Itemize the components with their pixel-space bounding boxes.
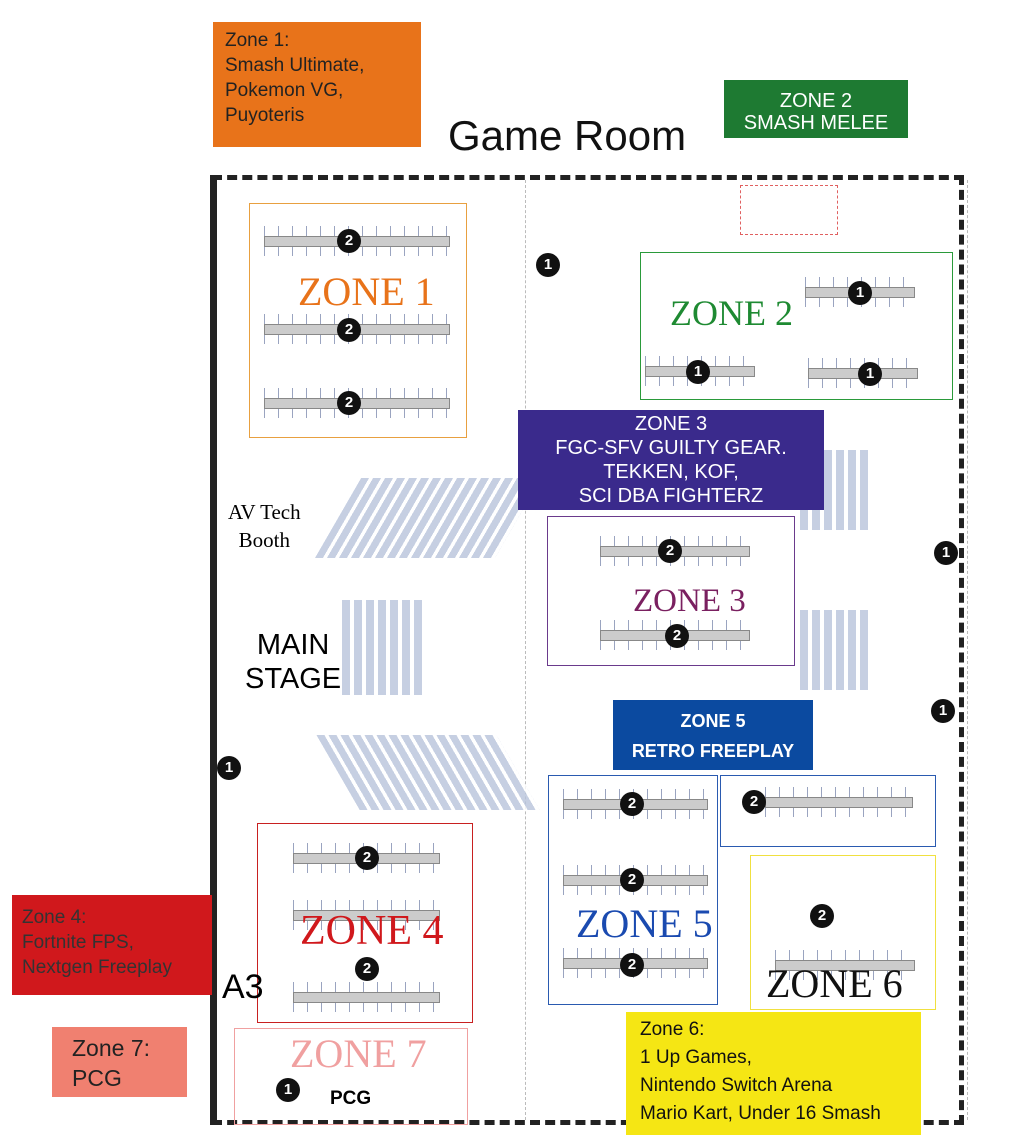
label-line: ZONE 5 (680, 711, 746, 731)
zone-6-area (750, 855, 936, 1010)
zone-2-area (640, 252, 953, 400)
zone-3-title: ZONE 3 (633, 583, 746, 619)
station-marker: 2 (742, 790, 766, 814)
floor-gridline (967, 180, 968, 1120)
station-marker: 2 (355, 846, 379, 870)
label-line: ZONE 3 (634, 413, 708, 435)
label-line: FGC-SFV GUILTY GEAR. (555, 437, 787, 459)
label-line: Smash Ultimate, (225, 55, 365, 76)
label-line: Zone 1: (225, 30, 290, 51)
station-marker: 1 (858, 362, 882, 386)
zone-5-area-extra (720, 775, 936, 847)
label-line: 1 Up Games, (640, 1047, 752, 1068)
zone-3-area (547, 516, 795, 666)
zone-7-title: ZONE 7 (290, 1031, 427, 1076)
station-marker: 1 (217, 756, 241, 780)
station-marker: 1 (276, 1078, 300, 1102)
station-marker: 2 (665, 624, 689, 648)
table-row (293, 982, 440, 1012)
label-line: ZONE 2 (779, 90, 853, 112)
label-line: Mario Kart, Under 16 Smash (640, 1103, 881, 1124)
station-marker: 2 (620, 792, 644, 816)
room-wall-left (210, 175, 217, 1125)
zone-7-area (234, 1028, 468, 1125)
main-stage-label: MAIN STAGE (245, 628, 341, 696)
station-marker: 1 (686, 360, 710, 384)
label-line: Zone 4: (22, 907, 87, 928)
label-line: RETRO FREEPLAY (631, 741, 795, 761)
station-marker: 2 (810, 904, 834, 928)
av-tech-line: AV Tech (228, 500, 301, 524)
zone-4-area (257, 823, 473, 1023)
zone-2-booth (740, 185, 838, 235)
label-line: SMASH MELEE (743, 112, 889, 134)
station-marker: 2 (337, 229, 361, 253)
label-line: Nintendo Switch Arena (640, 1075, 833, 1096)
table-row (775, 950, 915, 980)
label-line: SCI DBA FIGHTERZ (578, 485, 764, 507)
pcg-label: PCG (330, 1088, 372, 1109)
station-marker: 2 (620, 868, 644, 892)
av-tech-line: Booth (238, 528, 290, 552)
room-partial-label: A3 (222, 968, 264, 1006)
zone-6-label: Zone 6: 1 Up Games, Nintendo Switch Aren… (626, 1012, 921, 1135)
label-line: Zone 6: (640, 1019, 705, 1040)
label-line: PCG (72, 1065, 122, 1091)
zone-2-title: ZONE 2 (670, 293, 793, 333)
zone-1-area (249, 203, 467, 438)
station-marker: 1 (536, 253, 560, 277)
label-line: Nextgen Freeplay (22, 957, 172, 978)
zone-6-title: ZONE 6 (766, 961, 903, 1006)
floor-gridline (525, 180, 526, 1120)
zone-2-label: ZONE 2 SMASH MELEE (724, 80, 908, 138)
room-title: Game Room (448, 112, 687, 159)
table-row (293, 900, 440, 930)
station-marker: 1 (848, 281, 872, 305)
label-line: TEKKEN, KOF, (603, 461, 739, 483)
zone-5-title: ZONE 5 (576, 901, 713, 946)
zone-1-title: ZONE 1 (298, 269, 435, 314)
seating (800, 610, 870, 690)
station-marker: 2 (355, 957, 379, 981)
station-marker: 2 (337, 391, 361, 415)
label-line: Fortnite FPS, (22, 932, 134, 953)
station-marker: 2 (337, 318, 361, 342)
table-row (765, 787, 913, 817)
zone-5-area (548, 775, 718, 1005)
label-line: Zone 7: (72, 1035, 150, 1061)
zone-4-label: Zone 4: Fortnite FPS, Nextgen Freeplay (12, 895, 212, 995)
zone-1-label: Zone 1: Smash Ultimate, Pokemon VG, Puyo… (213, 22, 421, 147)
main-stage-line: MAIN (256, 629, 330, 661)
audience-seating (342, 600, 422, 695)
label-line: Puyoteris (225, 105, 305, 126)
zone-4-title: ZONE 4 (300, 908, 444, 954)
station-marker: 2 (620, 953, 644, 977)
zone-5-label: ZONE 5 RETRO FREEPLAY (613, 700, 813, 770)
label-line: Pokemon VG, (225, 80, 344, 101)
main-stage-line: STAGE (245, 663, 342, 695)
zone-7-label: Zone 7: PCG (52, 1027, 187, 1097)
station-marker: 1 (934, 541, 958, 565)
station-marker: 1 (931, 699, 955, 723)
av-tech-booth-label: AV Tech Booth (228, 498, 301, 554)
station-marker: 2 (658, 539, 682, 563)
zone-3-label: ZONE 3 FGC-SFV GUILTY GEAR. TEKKEN, KOF,… (518, 410, 824, 510)
